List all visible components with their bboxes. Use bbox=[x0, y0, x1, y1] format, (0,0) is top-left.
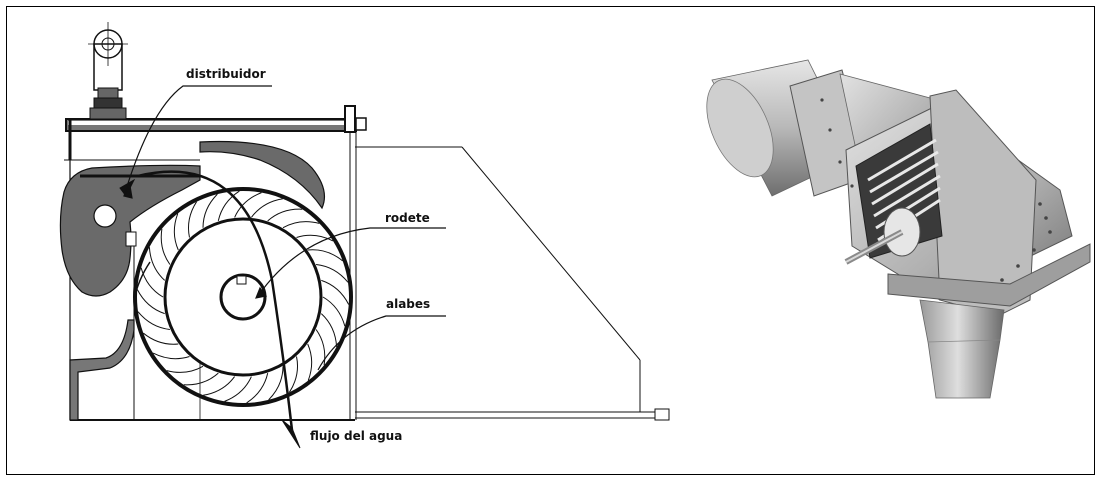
runner-blade bbox=[202, 193, 218, 228]
runner-blade bbox=[187, 201, 198, 238]
runner-blade bbox=[268, 366, 284, 401]
runner-blade bbox=[322, 296, 346, 327]
runner-blade bbox=[137, 311, 170, 330]
runner-blade bbox=[307, 249, 343, 262]
runner-blade bbox=[166, 365, 204, 373]
runner-blade bbox=[250, 198, 283, 218]
turbine-3d-render bbox=[706, 59, 1091, 399]
distributor-nozzle bbox=[59, 164, 201, 297]
actuator-eye-bolt bbox=[88, 22, 128, 120]
runner-blade bbox=[315, 329, 326, 366]
label-runner: rodete bbox=[385, 211, 430, 225]
runner-blade bbox=[148, 247, 166, 281]
leader-lines bbox=[123, 85, 446, 371]
runner-blade bbox=[136, 289, 165, 315]
runner-blade bbox=[217, 190, 240, 222]
runner-blade bbox=[224, 376, 252, 402]
upper-guide-vane bbox=[199, 140, 325, 210]
runner-blade bbox=[288, 356, 299, 393]
runner-blade bbox=[140, 267, 164, 298]
runner-blade bbox=[160, 228, 171, 265]
runner-blade bbox=[173, 213, 179, 251]
runner-blade bbox=[203, 376, 236, 396]
runner-blade bbox=[296, 234, 334, 242]
runner-blade bbox=[316, 264, 349, 283]
flow-path bbox=[119, 170, 301, 449]
top-plate bbox=[65, 118, 357, 160]
runner-blade bbox=[267, 208, 303, 222]
label-blades: alabes bbox=[386, 297, 430, 311]
runner-blade bbox=[307, 343, 313, 381]
runner-blade bbox=[143, 332, 179, 345]
runner-wheel bbox=[133, 187, 353, 407]
label-distributor: distribuidor bbox=[186, 67, 266, 81]
runner-blade bbox=[282, 221, 320, 229]
label-water-flow: flujo del agua bbox=[310, 429, 402, 443]
runner-blade bbox=[321, 279, 350, 305]
right-bracket bbox=[344, 105, 367, 420]
runner-blade bbox=[183, 372, 219, 386]
runner-blade bbox=[320, 313, 338, 347]
runner-blade bbox=[234, 192, 262, 218]
runner-blade bbox=[152, 352, 190, 360]
flange-bolts bbox=[820, 98, 1052, 282]
runner-blade bbox=[246, 372, 269, 404]
